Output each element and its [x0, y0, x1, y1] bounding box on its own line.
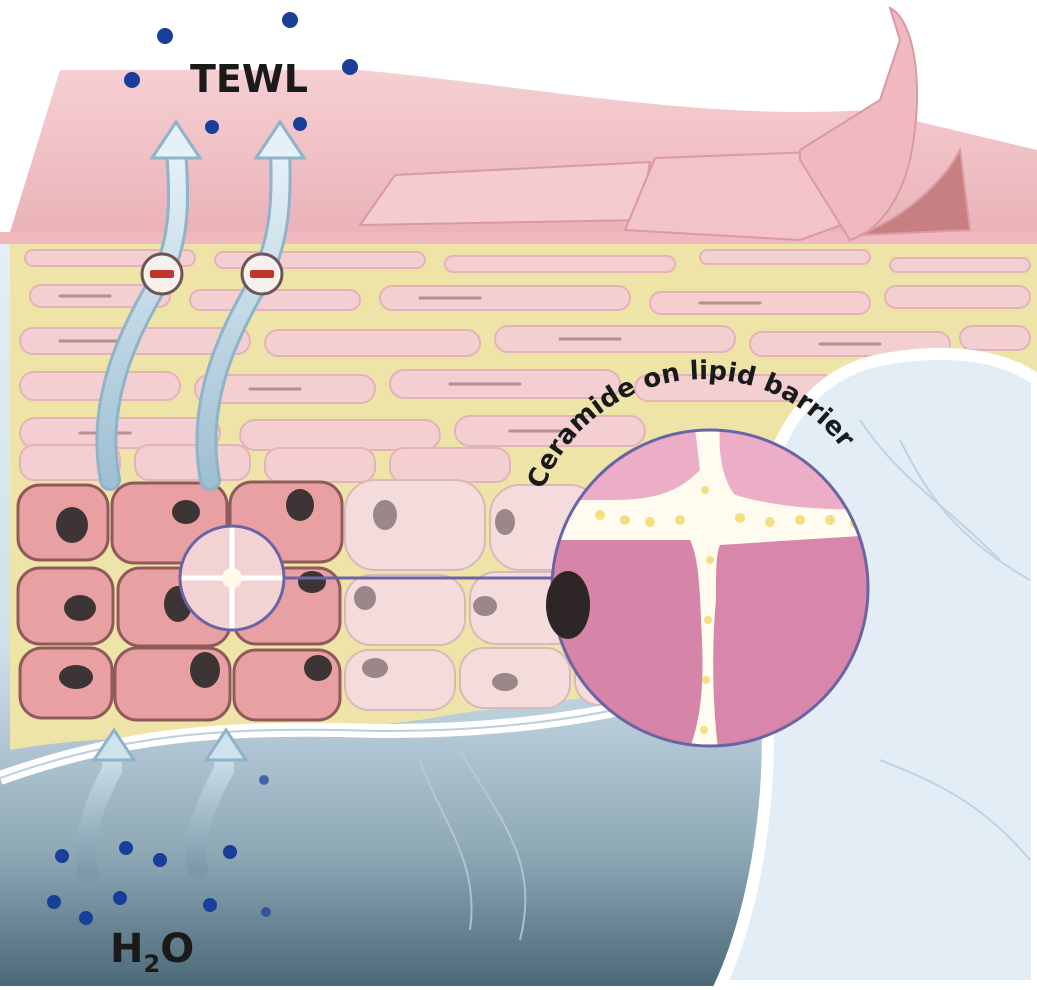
water-label-h: H — [110, 926, 143, 972]
minus-circle-icon — [142, 254, 182, 294]
zoom-nucleus — [546, 571, 590, 639]
minus-circle-icon — [242, 254, 282, 294]
tewl-label: TEWL — [190, 57, 308, 101]
water-label-o: O — [160, 926, 194, 972]
water-label-subscript: 2 — [143, 950, 160, 978]
